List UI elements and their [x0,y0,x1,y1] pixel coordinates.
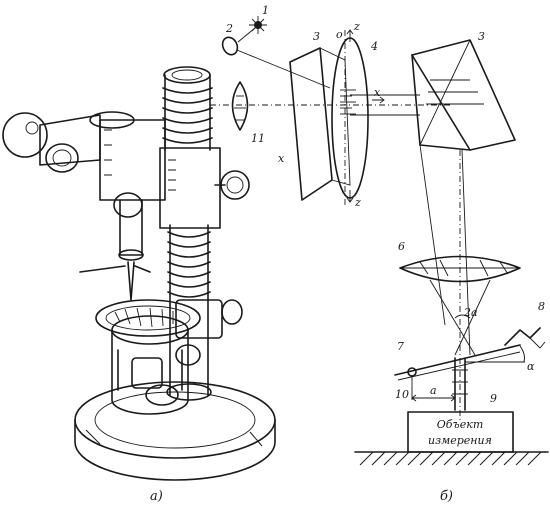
stage-cylinder-edges [117,349,183,391]
tilting-mirror-7-back [397,351,521,381]
label-o: o [336,28,343,41]
label-8: 8 [538,300,545,313]
upper-bracket [159,147,221,229]
arm-knob [113,192,143,218]
label-6: 6 [398,240,405,253]
column-lock [175,344,201,366]
mirror-beam [236,49,331,89]
label-alpha: α [527,360,535,373]
optical-scheme [210,16,549,466]
measuring-tip [127,261,135,301]
instrument-drawing [2,66,276,481]
alpha-arc [519,345,525,363]
label-x-mid: x [374,86,381,99]
source-beam [237,27,256,43]
label-z-bottom: z [354,196,361,209]
label-3-left: 3 [313,30,320,43]
stage-cylinder [111,329,189,415]
base-plate-top [74,381,276,459]
prism-5-diagonal [419,39,471,146]
spring-8 [504,327,541,346]
beam-right-down [461,149,471,356]
collar-screw [221,299,243,325]
label-9: 9 [490,392,497,405]
label-z-top: z [353,20,360,33]
stage-clamp [145,384,179,406]
prism-5 [411,39,516,151]
eyepiece-lens [45,143,79,173]
instrument-shading [85,129,263,447]
plunger-9-guide [452,369,468,395]
ray-a [429,279,476,356]
illuminator-sphere [2,112,48,158]
prism-5-hatch [426,79,484,105]
eyepiece-lens-inner [52,149,72,167]
prism-3-left-side [319,47,351,186]
z-arrow-top [346,29,354,42]
label-4: 4 [370,40,378,53]
z-arrow-bottom [346,190,354,203]
object-box-line2: измерения [428,434,492,447]
column-collar [175,299,223,339]
label-7: 7 [397,340,404,353]
column-foot [166,383,212,401]
base-plate-side [74,419,276,481]
label-a: a [430,384,437,397]
tube-thread [162,87,213,144]
column-thread [167,231,211,298]
labels: 1 2 3 o z 4 3 11 x x z 6 2a 8 7 10 a α 9… [150,4,545,504]
lens-6-marks [419,259,509,277]
prism-3-left [289,47,333,201]
caption-a: а) [150,489,163,504]
label-2a: 2a [463,306,478,319]
angle-2a-arc [454,314,471,319]
label-x-left: x [278,152,285,165]
bracket-knob-inner [226,176,244,194]
shaft-end [118,249,144,261]
label-2: 2 [225,22,233,35]
stage-table-knurl [114,307,174,328]
ground-hatching [359,451,542,466]
plunger-9 [454,357,466,411]
tip-lever [79,265,151,273]
spring-8-tail [529,337,546,349]
label-11: 11 [251,132,265,145]
optimeter-housing [99,119,166,201]
label-1: 1 [262,4,269,17]
tube-top [163,66,211,84]
base-plate-inner [94,391,256,449]
stage-table-top [95,299,201,337]
tube-bore [171,69,203,81]
label-3-right: 3 [478,30,485,43]
mirror-2 [221,36,239,56]
scale-ticks [340,89,356,115]
housing-cap [89,111,135,129]
light-source [249,16,267,34]
beam-left-down [419,144,446,326]
label-10: 10 [395,388,409,401]
stage-table-ring [105,305,191,331]
lens-11 [231,81,249,131]
ray-b [454,279,491,356]
measuring-shaft [119,199,143,256]
stage-window [131,357,163,389]
object-box-line1: Объект [437,418,484,431]
lens-11-marks [234,95,246,121]
caption-b: б) [440,489,453,504]
x-arrow [372,96,385,104]
sphere-highlight [25,121,39,135]
